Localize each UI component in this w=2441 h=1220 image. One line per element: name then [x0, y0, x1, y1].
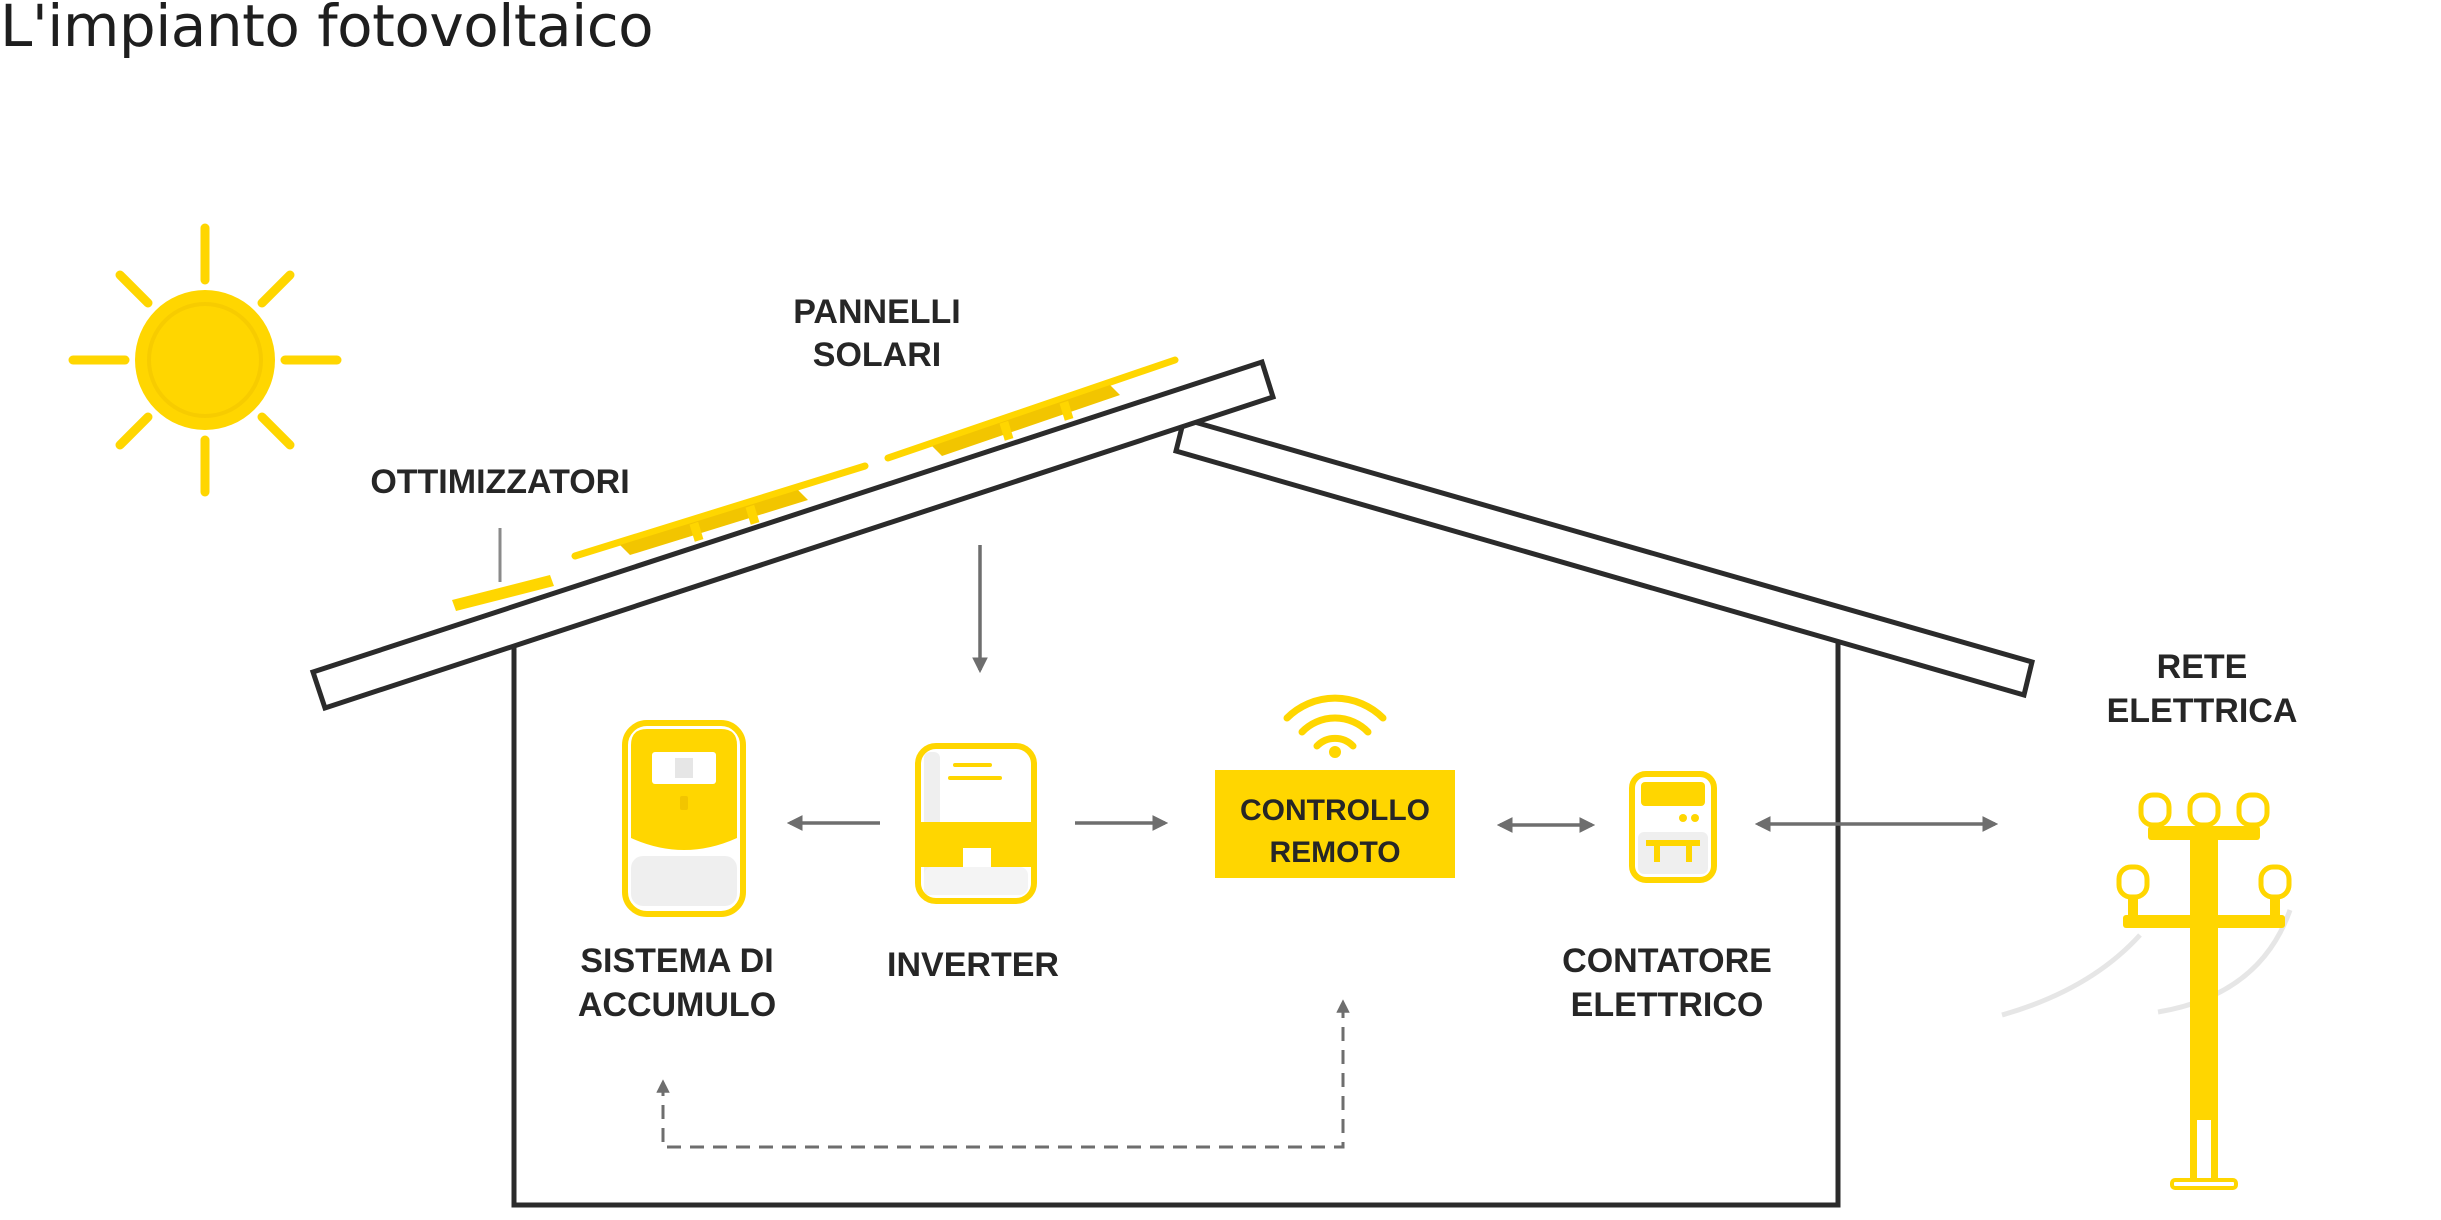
label-contatore-elettrico-line1: CONTATORE — [1562, 942, 1772, 980]
label-pannelli-solari-line2: SOLARI — [813, 336, 941, 374]
dashed-link-battery-controllo — [656, 999, 1350, 1149]
label-controllo-remoto-line1: CONTROLLO — [1240, 794, 1430, 827]
label-sistema-accumulo-line1: SISTEMA DI — [580, 942, 773, 980]
page-title: L'impianto fotovoltaico — [0, 0, 654, 60]
optimizer-icon — [452, 528, 554, 611]
label-contatore-elettrico-line2: ELETTRICO — [1571, 986, 1764, 1024]
label-inverter: INVERTER — [887, 946, 1059, 984]
house-roof — [309, 358, 2035, 712]
power-pole-icon — [2001, 792, 2293, 1190]
label-rete-elettrica-line2: ELETTRICA — [2107, 692, 2298, 730]
label-ottimizzatori: OTTIMIZZATORI — [370, 463, 629, 501]
inverter-icon — [915, 743, 1037, 904]
sun-icon — [68, 223, 342, 497]
label-sistema-accumulo-line2: ACCUMULO — [578, 986, 776, 1024]
controllo-remoto-box: CONTROLLO REMOTO — [1215, 770, 1455, 878]
wifi-icon — [1283, 694, 1387, 758]
label-rete-elettrica-line1: RETE — [2157, 648, 2248, 686]
battery-icon — [622, 720, 746, 917]
solar-panel-icon — [571, 356, 1179, 560]
house-walls — [511, 636, 1841, 1208]
meter-icon — [1629, 771, 1717, 883]
label-pannelli-solari-line1: PANNELLI — [793, 293, 960, 331]
label-controllo-remoto-line2: REMOTO — [1269, 836, 1400, 869]
